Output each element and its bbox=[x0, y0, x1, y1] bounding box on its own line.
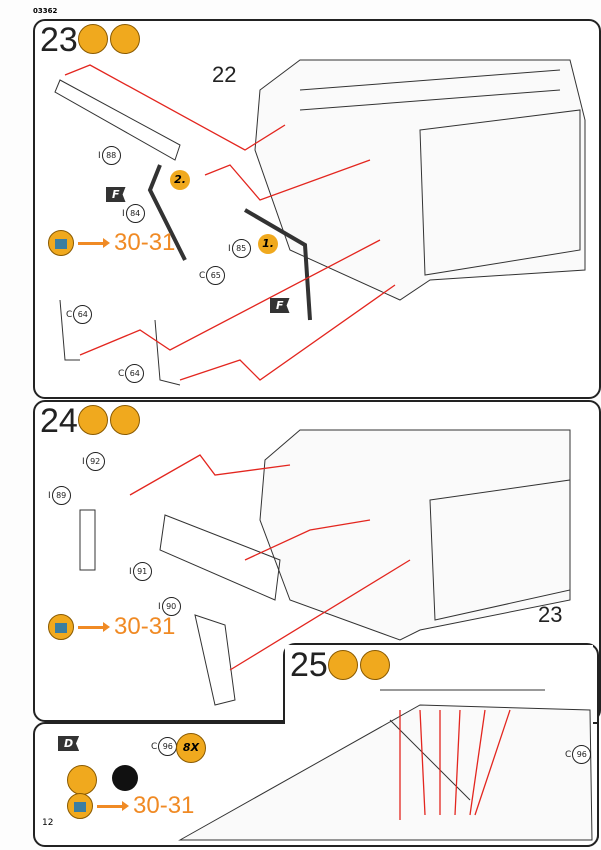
arrow-icon bbox=[97, 800, 129, 811]
flag-f: F bbox=[106, 187, 126, 202]
instructions-book-icon bbox=[48, 230, 74, 256]
page-reference[interactable]: 30-31 bbox=[48, 614, 175, 640]
page-reference[interactable]: 30-31 bbox=[67, 793, 194, 819]
paint-icon bbox=[78, 24, 108, 54]
arrow-icon bbox=[78, 237, 110, 248]
arrow-icon bbox=[78, 621, 110, 632]
flag-d: D bbox=[58, 736, 80, 751]
page-reference[interactable]: 30-31 bbox=[48, 230, 175, 256]
glue-icon bbox=[110, 24, 140, 54]
paint-icon bbox=[78, 405, 108, 435]
flag-f: F bbox=[270, 298, 290, 313]
glue-icon bbox=[360, 650, 390, 680]
instructions-book-icon bbox=[48, 614, 74, 640]
kit-code: 03362 bbox=[33, 7, 58, 15]
step-number: 23 bbox=[40, 21, 78, 59]
quantity-badge: 8X bbox=[176, 733, 206, 763]
order-2: 2. bbox=[170, 170, 190, 190]
step-number: 25 bbox=[290, 646, 328, 684]
lens-part bbox=[112, 765, 138, 791]
page-number: 12 bbox=[42, 818, 54, 828]
glue-icon bbox=[110, 405, 140, 435]
order-1: 1. bbox=[258, 234, 278, 254]
reference-label: 23 bbox=[538, 602, 563, 627]
instructions-book-icon bbox=[67, 793, 93, 819]
paint-icon bbox=[328, 650, 358, 680]
reference-label: 22 bbox=[212, 62, 237, 87]
glue-icon bbox=[67, 765, 97, 795]
step-number: 24 bbox=[40, 402, 78, 440]
